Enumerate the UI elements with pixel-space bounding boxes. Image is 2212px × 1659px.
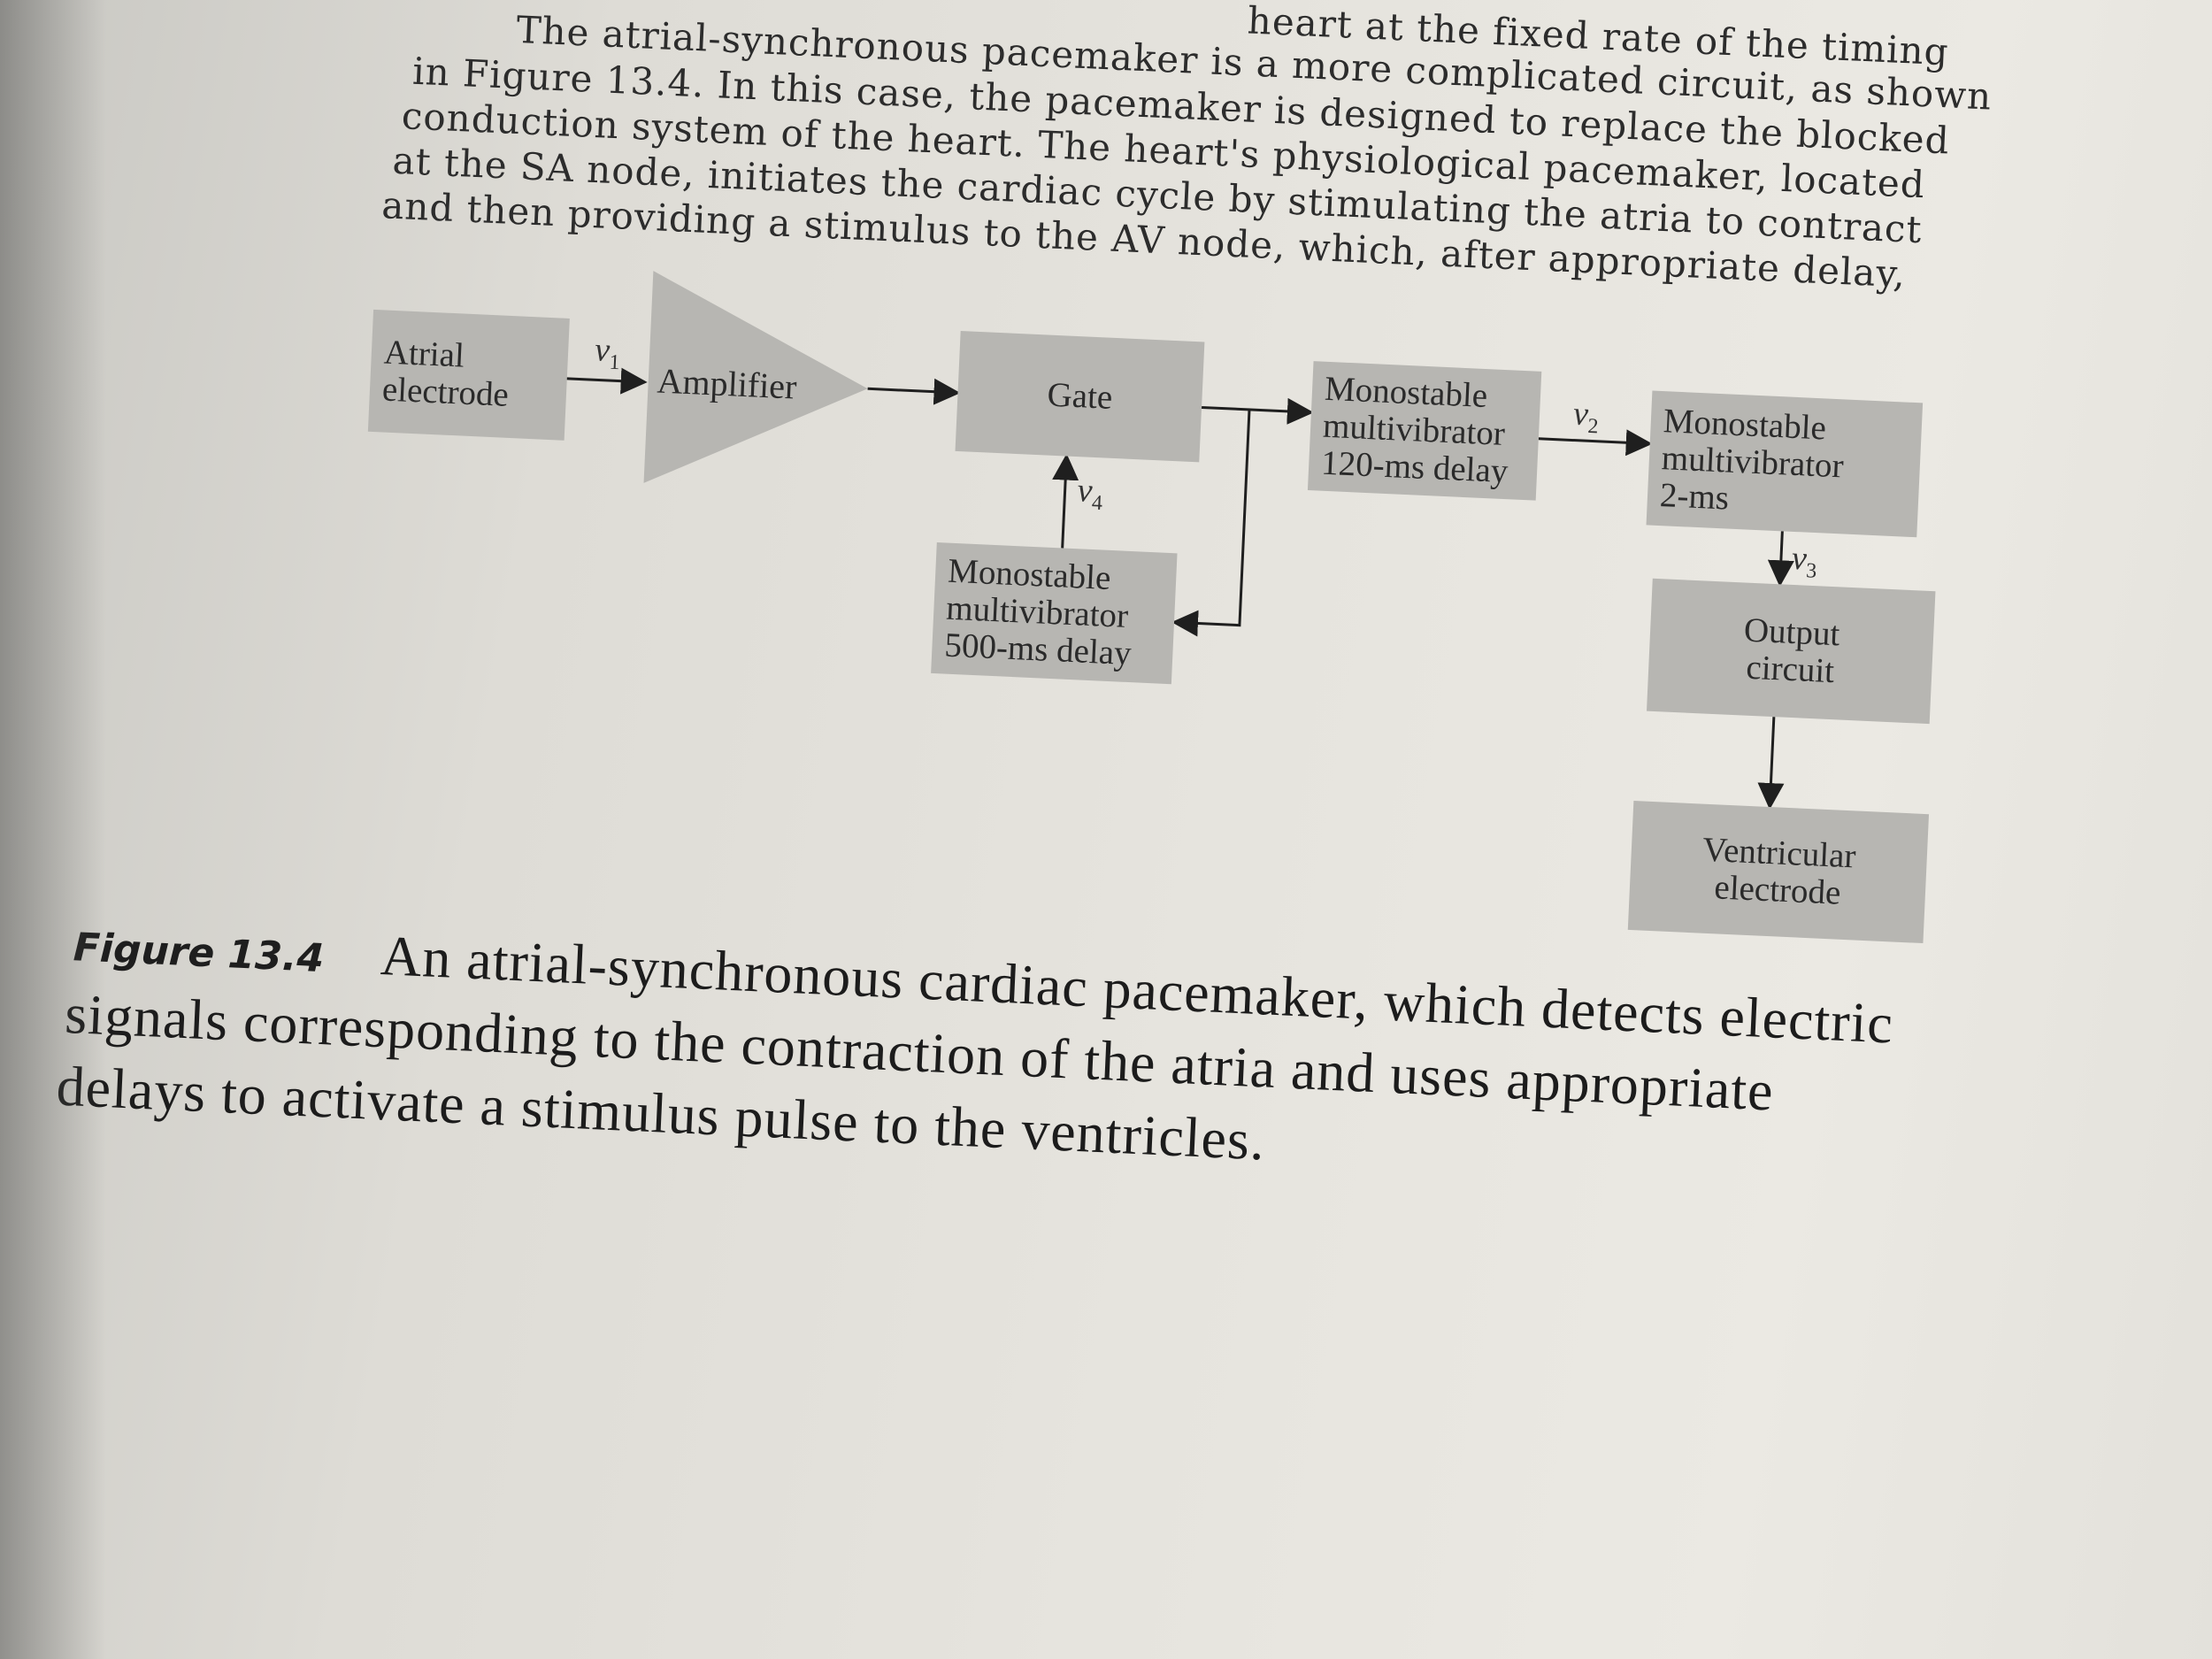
mono-2ms-block: Monostable multivibrator 2-ms <box>1646 390 1924 538</box>
amplifier-triangle <box>643 271 868 483</box>
arrow-gate-to-mono120 <box>1201 397 1314 425</box>
mono-2ms-line3: 2-ms <box>1659 476 1730 518</box>
mono-500ms-line3: 500-ms delay <box>943 626 1133 673</box>
gate-block: Gate <box>955 331 1205 463</box>
mono-120ms-line3: 120-ms delay <box>1320 443 1509 491</box>
mono-500ms-block: Monostable multivibrator 500-ms delay <box>931 542 1178 685</box>
ventricular-electrode-line2: electrode <box>1713 868 1842 912</box>
mono-120ms-block: Monostable multivibrator 120-ms delay <box>1307 361 1542 501</box>
ventricular-electrode-block: Ventricular electrode <box>1627 801 1930 944</box>
signal-v1-label: v1 <box>594 331 621 375</box>
arrow-mono2-to-output <box>1767 531 1794 588</box>
arrow-mono120-to-mono2 <box>1538 429 1653 457</box>
arrow-amplifier-to-gate <box>867 378 961 405</box>
caption-figure-label: Figure 13.4 <box>72 925 326 982</box>
arrow-output-to-ventricular <box>1757 717 1785 810</box>
signal-v2-label: v2 <box>1572 395 1599 439</box>
arrow-atrial-to-amplifier <box>566 367 648 395</box>
signal-v3-label: v3 <box>1791 539 1817 583</box>
output-circuit-line2: circuit <box>1745 648 1836 691</box>
arrow-mono500-to-gate <box>1052 453 1079 549</box>
output-circuit-line1: Output <box>1743 611 1841 654</box>
output-circuit-block: Output circuit <box>1647 578 1936 725</box>
arrow-junction-to-mono500 <box>1171 409 1251 637</box>
gutter-shadow <box>0 0 106 1659</box>
amplifier-label: Amplifier <box>656 360 798 407</box>
gate-label: Gate <box>1046 375 1114 417</box>
signal-v4-label: v4 <box>1076 472 1103 516</box>
